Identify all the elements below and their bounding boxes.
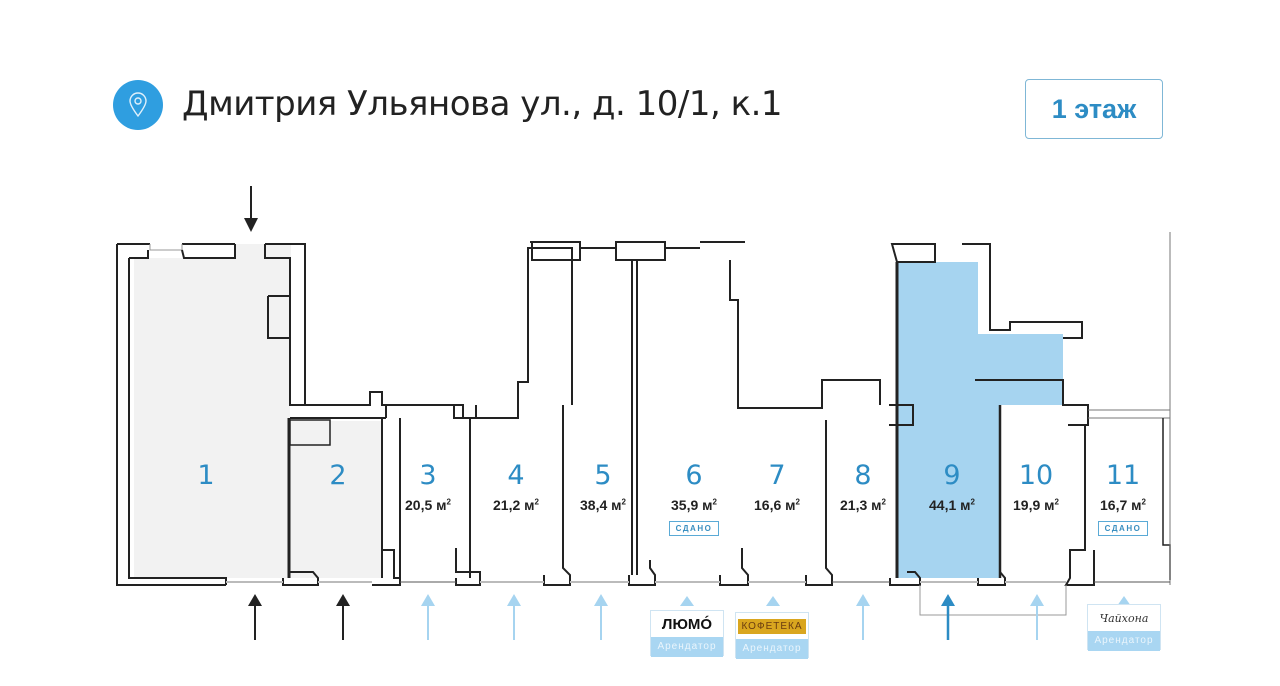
tenant-label: Арендатор [736, 639, 808, 659]
entry-arrow-room-6 [680, 596, 694, 606]
entry-arrow-room-11 [1117, 596, 1131, 606]
tenant-card-lyumo[interactable]: ЛЮМÓ Арендатор [650, 610, 724, 657]
entry-arrow-room-10 [1030, 594, 1044, 640]
entry-arrow-room-9 [941, 594, 955, 640]
map-pin-icon [113, 80, 163, 130]
tenant-logo: ЛЮМÓ [661, 615, 713, 633]
entry-arrow-top [244, 186, 258, 232]
room-9-wide [897, 262, 907, 578]
entry-arrow-room-2 [336, 594, 350, 640]
tenant-label: Арендатор [1088, 631, 1160, 651]
page-title: Дмитрия Ульянова ул., д. 10/1, к.1 [182, 84, 783, 124]
entry-arrow-room-8 [856, 594, 870, 640]
entry-arrow-room-1 [248, 594, 262, 640]
rented-badge: СДАНО [1097, 521, 1149, 536]
entry-arrow-room-7 [766, 596, 780, 606]
tenant-card-chaikhona[interactable]: Чайхона Арендатор [1087, 604, 1161, 651]
room-1-area-top [235, 244, 291, 264]
tenant-logo: Чайхона [1099, 611, 1149, 625]
entry-arrow-room-4 [507, 594, 521, 640]
room-2-label[interactable]: 2 [329, 460, 347, 491]
tenant-label: Арендатор [651, 637, 723, 657]
room-2-area[interactable] [290, 421, 382, 578]
rented-badge: СДАНО [668, 521, 720, 536]
entry-arrow-room-5 [594, 594, 608, 640]
tenant-logo: КОФЕТЕКА [738, 618, 806, 634]
room-1-area[interactable] [134, 258, 290, 578]
floor-selector-button[interactable]: 1 этаж [1025, 79, 1163, 139]
tenant-card-kofeteka[interactable]: КОФЕТЕКА Арендатор [735, 612, 809, 659]
room-9-area[interactable] [897, 262, 1063, 578]
entry-arrow-room-3 [421, 594, 435, 640]
room-1-label[interactable]: 1 [197, 460, 215, 491]
